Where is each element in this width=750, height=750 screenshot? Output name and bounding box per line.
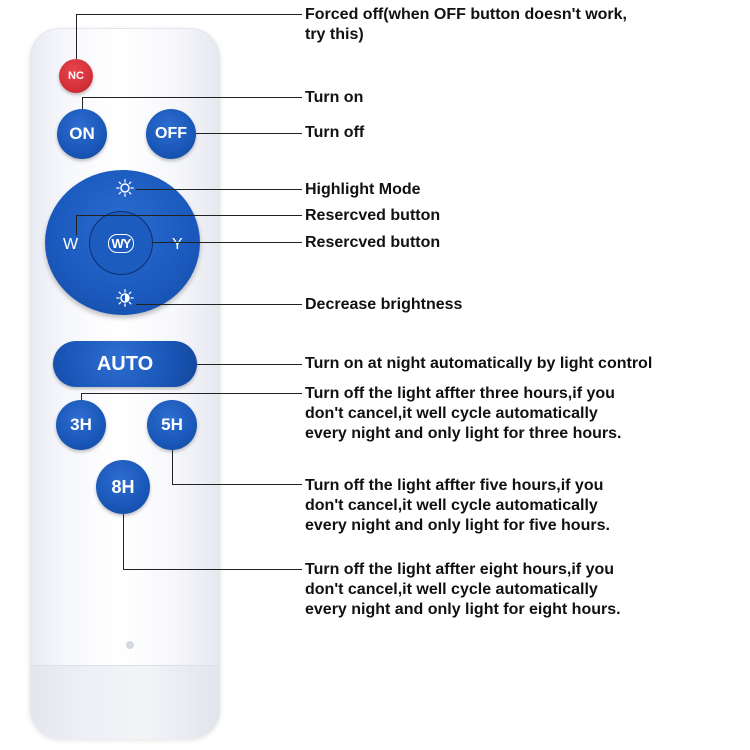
leader-on-h: [82, 97, 302, 98]
leader-decrease: [136, 304, 302, 305]
leader-highlight: [136, 189, 302, 190]
on-button[interactable]: ON: [57, 109, 107, 159]
callout-nc: Forced off(when OFF button doesn't work,…: [305, 6, 627, 43]
callout-5h: Turn off the light affter five hours,if …: [305, 477, 610, 534]
callout-y: Resercved button: [305, 234, 441, 251]
callout-highlight: Highlight Mode: [305, 181, 421, 198]
nc-button[interactable]: NC: [59, 59, 93, 93]
wy-button[interactable]: WY: [89, 211, 153, 275]
5h-button[interactable]: 5H: [147, 400, 197, 450]
leader-5h-h: [172, 484, 302, 485]
leader-3h-h: [81, 393, 302, 394]
auto-button[interactable]: AUTO: [53, 341, 197, 387]
sun-icon[interactable]: [116, 179, 134, 201]
leader-nc-h: [76, 14, 302, 15]
leader-8h-v: [123, 514, 124, 570]
callout-wy: Resercved button: [305, 207, 441, 224]
off-button[interactable]: OFF: [146, 109, 196, 159]
wy-label: WY: [107, 233, 135, 253]
remote-battery-section: [30, 665, 220, 739]
callout-on: Turn on: [305, 89, 364, 106]
dim-sun-icon[interactable]: [116, 289, 134, 311]
leader-wy-h: [76, 215, 302, 216]
callout-3h: Turn off the light affter three hours,if…: [305, 385, 622, 442]
3h-button[interactable]: 3H: [56, 400, 106, 450]
callout-auto: Turn on at night automatically by light …: [305, 355, 653, 372]
callout-8h: Turn off the light affter eight hours,if…: [305, 561, 621, 618]
8h-button[interactable]: 8H: [96, 460, 150, 514]
leader-on-v: [82, 97, 83, 109]
leader-5h-v: [172, 450, 173, 485]
leader-8h-h: [123, 569, 302, 570]
leader-nc-v: [76, 14, 77, 59]
leader-auto: [197, 364, 302, 365]
leader-3h-v: [81, 393, 82, 400]
w-button[interactable]: W: [63, 236, 79, 253]
leader-off: [196, 133, 302, 134]
remote-led-dot: [126, 641, 134, 649]
leader-wy-v: [76, 215, 77, 235]
y-button[interactable]: Y: [172, 236, 183, 253]
callout-off: Turn off: [305, 124, 365, 141]
leader-y: [152, 242, 302, 243]
callout-decrease: Decrease brightness: [305, 296, 463, 313]
